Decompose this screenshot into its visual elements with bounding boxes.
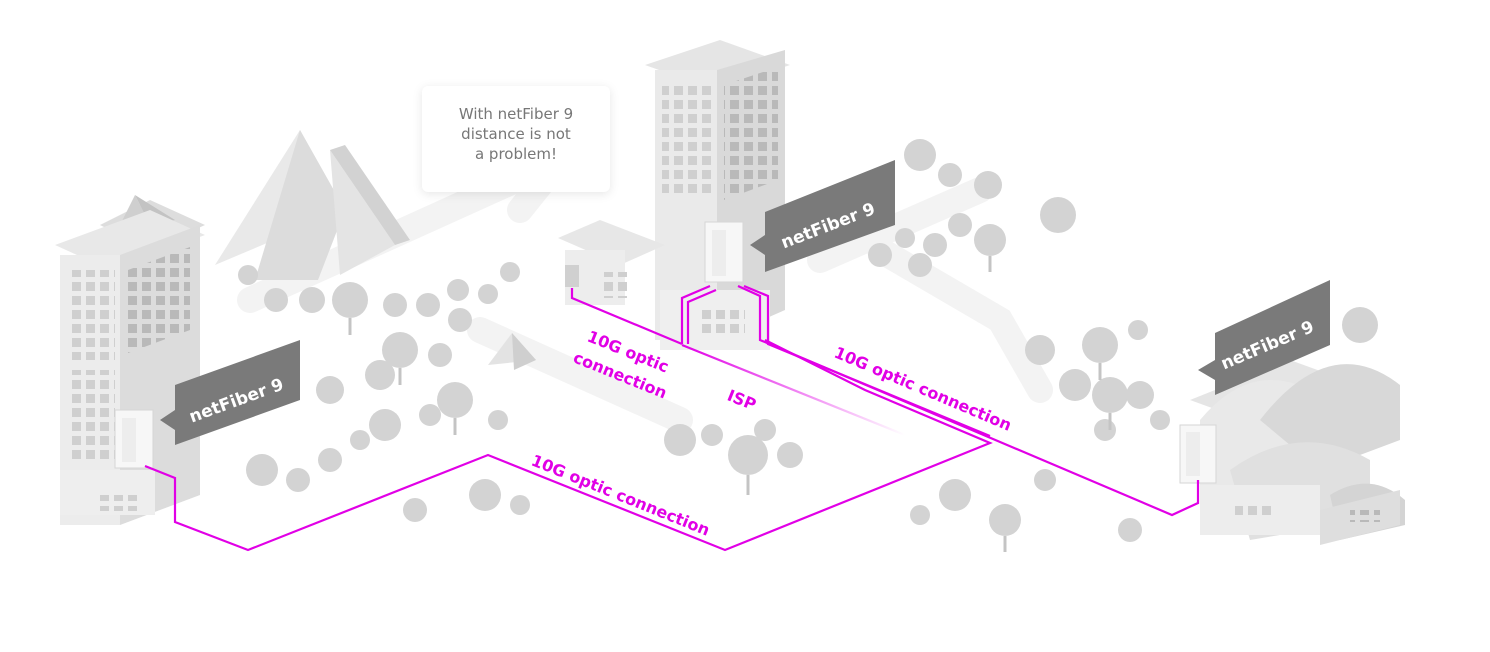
fiber-links [144,284,1200,552]
isp-fade-line [681,343,906,437]
left-tower [55,195,205,525]
pyramid [488,333,536,370]
device-tags [160,160,1330,445]
callout-line-3: a problem! [474,145,558,163]
trees [238,139,1378,542]
info-callout: With netFiber 9 distance is not a proble… [422,86,610,192]
callout-line-2: distance is not [461,125,571,143]
netfiber-devices [114,221,1217,484]
mountain [215,130,410,280]
tree-trunks [348,256,1112,552]
callout-line-1: With netFiber 9 [458,105,574,123]
